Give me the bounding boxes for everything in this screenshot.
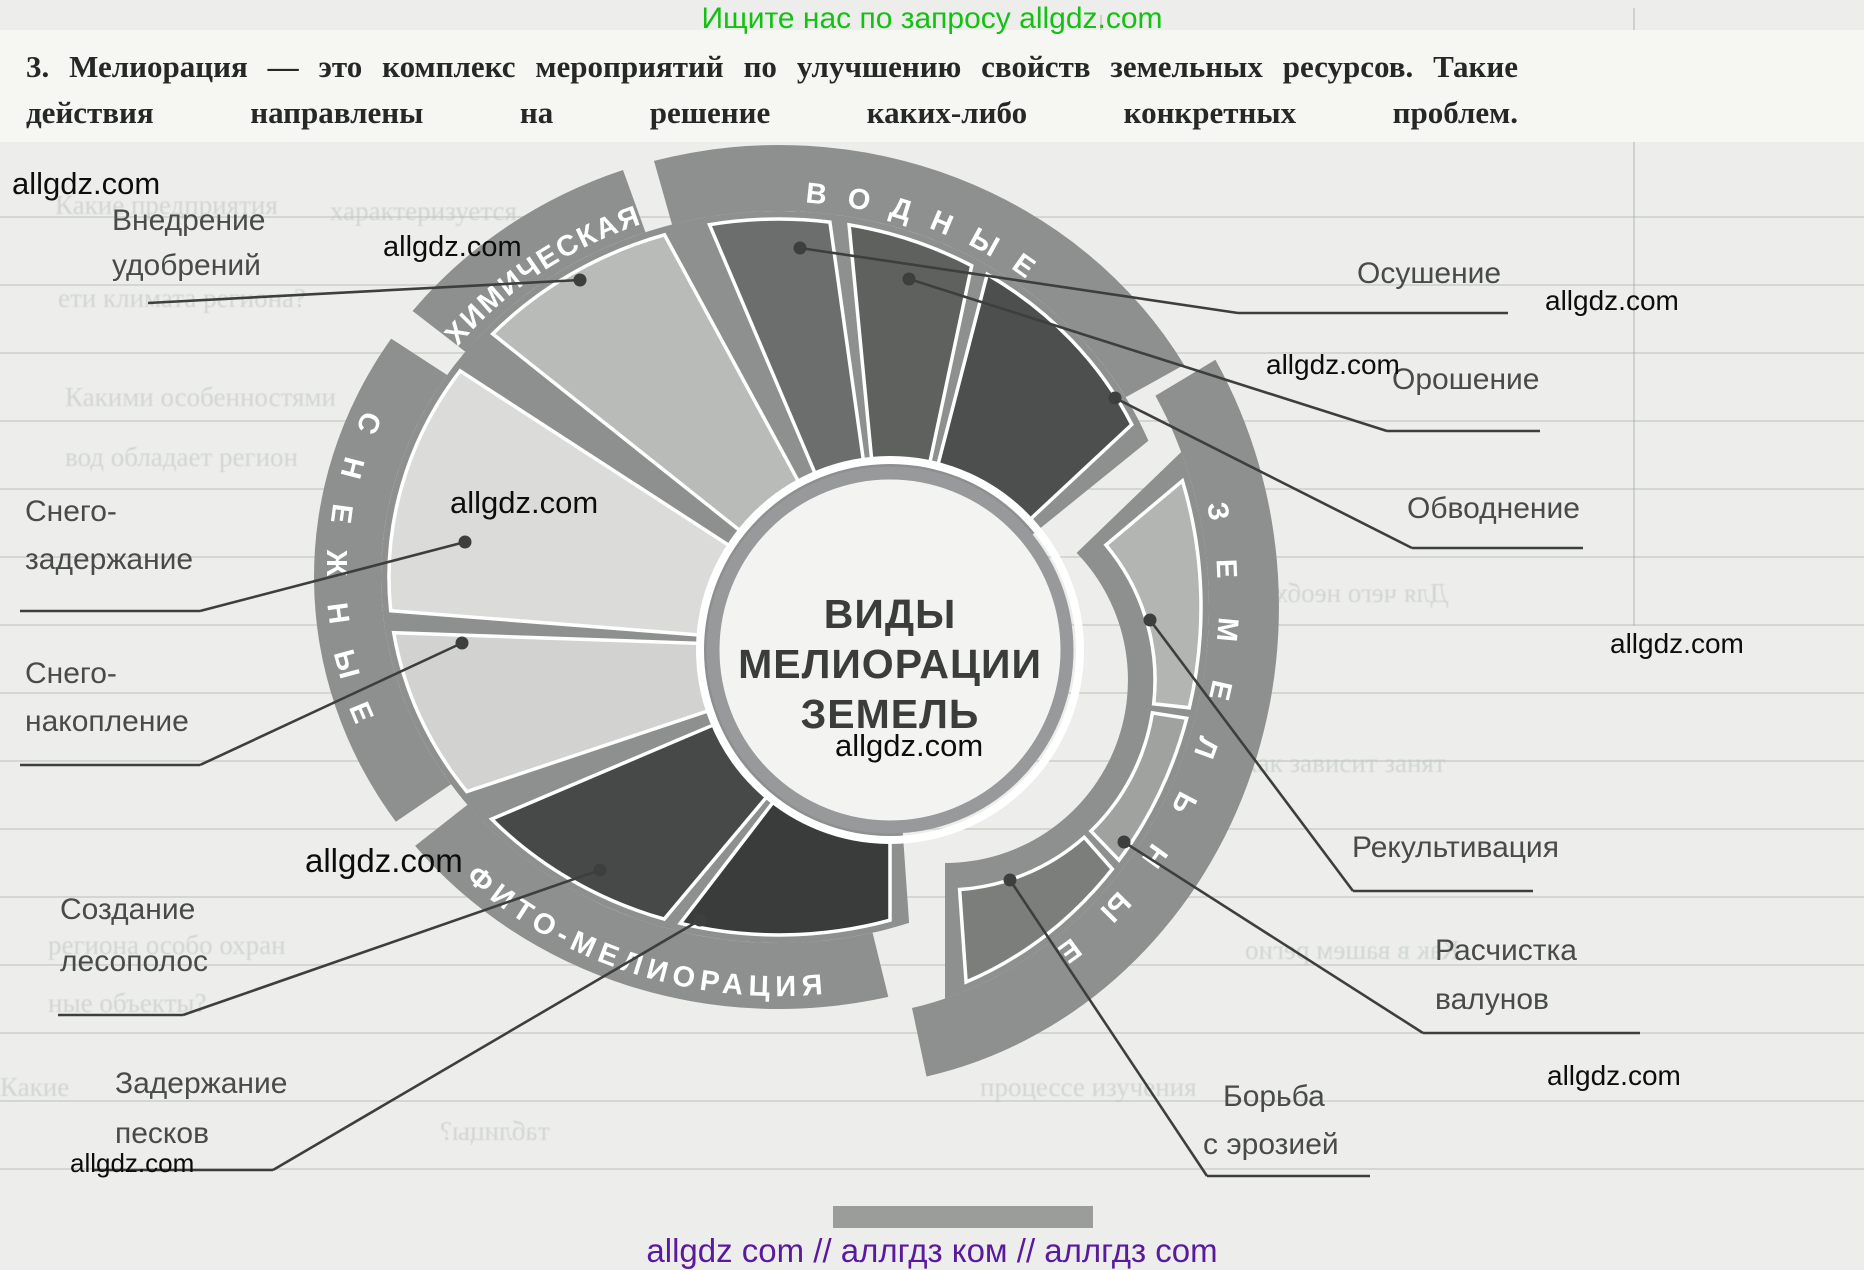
table-border-bleedthrough	[1633, 8, 1635, 626]
watermark: allgdz.com	[450, 485, 599, 520]
sector-snezhnye: СНЕЖНЫЕ	[313, 338, 744, 822]
wedge-borba-s-eroziey	[957, 834, 1115, 985]
ghost-text: характеризуется	[330, 196, 517, 226]
diagram-title-line: МЕЛИОРАЦИИ	[738, 641, 1042, 687]
wedge-label-raschistka-valunov: Расчистка	[1435, 934, 1577, 967]
hub-white-separator	[696, 456, 1084, 844]
watermark: allgdz.com	[70, 1148, 195, 1178]
sector-band-fito-melioratsiya	[415, 804, 889, 1009]
wedge-label-sozdanie-lesopolos: Создание	[60, 893, 195, 926]
leader-line	[1008, 879, 1209, 1177]
diagram-title-line: ЗЕМЕЛЬ	[801, 691, 980, 737]
callout-oroshenie: Орошение	[902, 272, 1540, 433]
ghost-text: процессе изучения	[980, 1072, 1197, 1102]
wedge-label-snegozaderzhanie: задержание	[25, 543, 193, 576]
callout-obvodnenie: Обводнение	[1108, 391, 1583, 550]
task-paragraph: 3. Мелиорация — это комплекс мероприятий…	[26, 49, 1518, 130]
callout-snegozaderzhanie: Снего-задержание	[20, 495, 472, 613]
ghost-text: вод обладает регион	[65, 442, 299, 472]
diagram-title-line: ВИДЫ	[824, 591, 956, 637]
leader-dot	[1003, 873, 1017, 887]
watermark: allgdz.com	[1545, 285, 1679, 316]
leader-dot	[1143, 613, 1157, 627]
wedge-label-snegozaderzhanie: Снего-	[25, 495, 117, 528]
callout-zaderzhanie-peskov: Задержание песков	[93, 913, 707, 1172]
sector-band-snezhnye	[313, 338, 451, 822]
leader-line	[799, 246, 1239, 315]
wedge-label-rekultivatsiya: Рекультивация	[1352, 831, 1559, 864]
wedge-label-zaderzhanie-peskov: песков	[115, 1117, 209, 1150]
wedge-label-borba-s-eroziey: с эрозией	[1203, 1128, 1339, 1161]
wedge-label-sozdanie-lesopolos: лесополос	[60, 945, 208, 978]
callout-vnedrenie-udobreniy: Внедрение удобрений	[112, 204, 587, 305]
ghost-text: региона особо охран	[48, 930, 286, 960]
leader-line	[1114, 396, 1413, 550]
leader-line	[272, 918, 701, 1172]
wedge-label-raschistka-valunov: валунов	[1435, 983, 1549, 1016]
leader-line	[199, 641, 463, 767]
watermark: allgdz.com	[1547, 1060, 1681, 1091]
ghost-text: Как зависит занят	[1240, 748, 1446, 778]
leader-dot	[902, 272, 916, 286]
watermark: allgdz.com	[383, 231, 522, 263]
watermark: allgdz.com	[1610, 628, 1744, 659]
callout-osushenie: Осушение	[793, 241, 1508, 315]
callout-sozdanie-lesopolos: Создание лесополос	[58, 863, 607, 1017]
wedge-raschistka-valunov	[1088, 710, 1189, 863]
wedge-label-snegonakoplenie: Снего-	[25, 657, 117, 690]
leader-dot	[1108, 391, 1122, 405]
ghost-text: Какие	[0, 1072, 70, 1102]
leader-dot	[573, 273, 587, 287]
leader-line	[1123, 840, 1424, 1035]
leader-dot	[1117, 835, 1131, 849]
sector-band-vodnye	[654, 144, 1185, 398]
wedge-label-vnedrenie-udobreniy: Внедрение	[112, 204, 266, 237]
leader-line	[182, 868, 601, 1017]
sector-band-khimicheskaya	[412, 170, 646, 352]
callout-rekultivatsiya: Рекультивация	[1143, 613, 1559, 893]
site-footer-text: allgdz com // аллгдз ком // аллгдз com	[646, 1232, 1218, 1269]
callout-snegonakoplenie: Снего-накопление	[20, 636, 469, 767]
sector-band-zemelnye	[912, 359, 1279, 1077]
watermark: allgdz.com	[835, 728, 984, 763]
wedge-label-snegonakoplenie: накопление	[25, 705, 189, 738]
ghost-text: ные объекты?	[48, 988, 207, 1018]
watermark: allgdz.com	[1266, 349, 1400, 380]
paragraph-background	[0, 30, 1864, 142]
watermark: allgdz.com	[12, 166, 161, 201]
leader-dot	[793, 241, 807, 255]
wedge-label-zaderzhanie-peskov: Задержание	[115, 1067, 287, 1100]
leader-dot	[455, 636, 469, 650]
leader-line	[147, 278, 581, 305]
site-header-text: Ищите нас по запросу allgdz.com	[701, 2, 1163, 35]
leader-line	[1148, 619, 1355, 892]
leader-line	[199, 540, 466, 613]
leader-dot	[458, 535, 472, 549]
wedge-label-obvodnenie: Обводнение	[1407, 492, 1580, 525]
leader-line	[908, 277, 1388, 433]
wedge-label-vnedrenie-udobreniy: удобрений	[112, 249, 261, 282]
hub-circle	[706, 466, 1074, 834]
sector-vodnye: ВОДНЫЕ	[654, 144, 1185, 535]
ghost-text: Какие предприятия	[55, 190, 278, 220]
wedge-label-osushenie: Осушение	[1357, 257, 1501, 290]
wedge-label-borba-s-eroziey: Борьба	[1223, 1080, 1325, 1113]
leader-dot	[593, 863, 607, 877]
wedge-rekultivatsiya	[1103, 477, 1203, 710]
ghost-text: Какими особенностями	[65, 382, 336, 412]
gray-bar-artifact	[833, 1206, 1093, 1228]
wedge-label-oroshenie: Орошение	[1392, 363, 1539, 396]
callout-borba-s-eroziey: Борьба с эрозией	[1003, 873, 1370, 1178]
leader-dot	[693, 913, 707, 927]
watermark: allgdz.com	[305, 842, 463, 879]
callout-raschistka-valunov: Расчистка валунов	[1117, 835, 1640, 1035]
